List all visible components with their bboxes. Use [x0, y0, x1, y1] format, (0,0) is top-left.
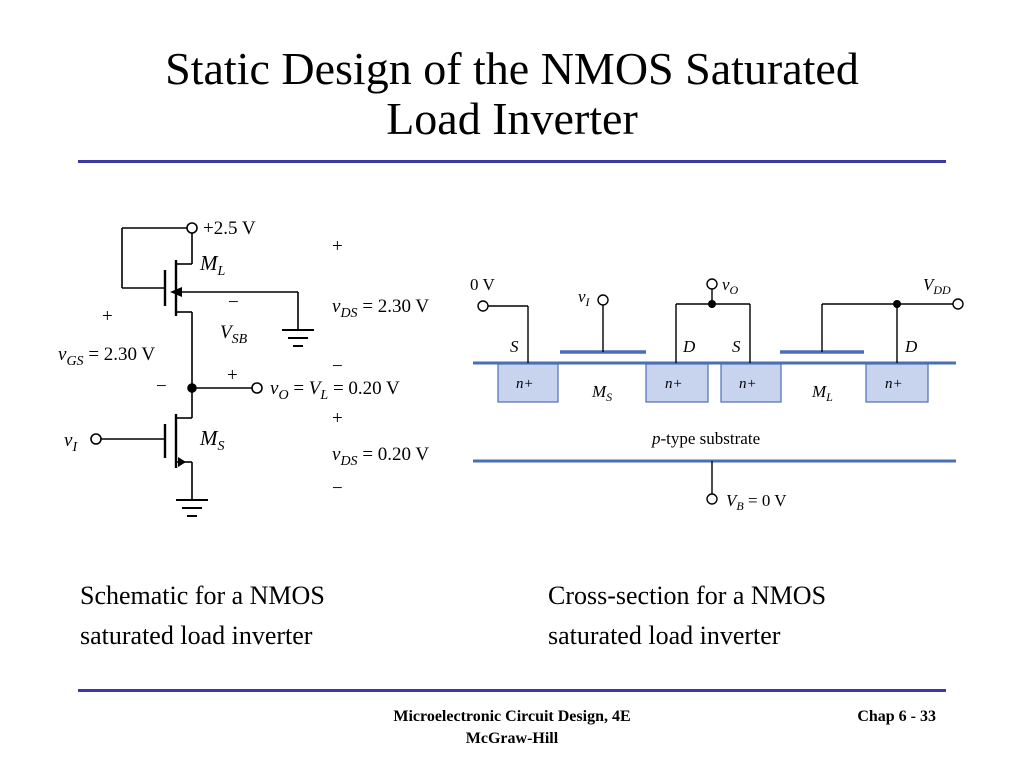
slide-title-line2: Load Inverter: [386, 93, 638, 144]
vsb-plus: +: [227, 365, 238, 386]
slide-title-line1: Static Design of the NMOS Saturated: [165, 43, 859, 94]
vsb-label: VSB: [220, 322, 248, 347]
bottom-rule: [78, 689, 946, 692]
nplus-region-3: [720, 363, 782, 403]
footer-publisher: McGraw-Hill: [465, 730, 559, 747]
vgs-label: vGS = 2.30 V: [58, 344, 155, 369]
footer-book: Microelectronic Circuit Design, 4E McGra…: [0, 706, 1024, 750]
supply-label: +2.5 V: [203, 218, 256, 239]
cross-section-labels: 0 V vI vO VDD S D S D n+ n+ n+ n+ MS ML …: [470, 275, 951, 513]
schematic-labels: +2.5 V ML − VSB + + vGS = 2.30 V − vO = …: [58, 218, 429, 499]
zero-volt-label: 0 V: [470, 275, 495, 294]
vo-node: [706, 278, 718, 290]
cs-vdd-label: VDD: [923, 275, 951, 297]
vds-top-label: vDS = 2.30 V: [332, 296, 429, 321]
nplus-region-2: [645, 363, 709, 403]
output-node: [251, 382, 263, 394]
circuit-diagram: +2.5 V ML − VSB + + vGS = 2.30 V − vO = …: [58, 218, 964, 517]
cross-section-caption-line2: saturated load inverter: [548, 621, 781, 650]
cross-section: [473, 350, 956, 463]
nplus-label-2: n+: [665, 376, 683, 392]
drain-label-1: D: [682, 337, 696, 356]
nplus-label-4: n+: [885, 376, 903, 392]
vo-junction: [708, 300, 716, 308]
drain-label-2: D: [904, 337, 918, 356]
vsb-minus: −: [228, 292, 239, 313]
vds-top-plus: +: [332, 236, 343, 257]
vo-label: vO = VL = 0.20 V: [270, 378, 400, 403]
cross-section-caption: Cross-section for a NMOS saturated load …: [548, 576, 826, 656]
vb-label: VB = 0 V: [726, 491, 787, 513]
ml-label: ML: [199, 251, 226, 279]
vgs-minus: −: [156, 376, 167, 397]
vds-bot-label: vDS = 0.20 V: [332, 444, 429, 469]
input-node: [90, 433, 102, 445]
vds-bot-plus: +: [332, 408, 343, 429]
nplus-region-1: [497, 363, 559, 403]
schematic-caption-line1: Schematic for a NMOS: [80, 581, 325, 610]
vds-top-minus: −: [332, 356, 343, 377]
ml-body-arrow: [170, 287, 182, 297]
vds-bot-minus: −: [332, 478, 343, 499]
top-rule: [78, 160, 946, 163]
nplus-label-3: n+: [739, 376, 757, 392]
footer-book-title: Microelectronic Circuit Design, 4E: [393, 708, 631, 725]
cs-ml-label: ML: [811, 382, 833, 404]
vdd-node: [952, 298, 964, 310]
slide-title: Static Design of the NMOS Saturated Load…: [0, 44, 1024, 144]
supply-node: [186, 222, 198, 234]
ms-label: MS: [199, 426, 225, 454]
ms-source-arrow: [178, 457, 186, 467]
vi-node: [597, 294, 609, 306]
schematic-caption-line2: saturated load inverter: [80, 621, 313, 650]
cs-vo-label: vO: [722, 275, 739, 297]
cross-section-caption-line1: Cross-section for a NMOS: [548, 581, 827, 610]
cross-section-wires: [477, 278, 964, 505]
vdd-junction: [893, 300, 901, 308]
substrate-label: p-type substrate: [651, 429, 760, 448]
cs-vi-label: vI: [578, 287, 591, 309]
cs-ms-label: MS: [591, 382, 612, 404]
footer-page-number: Chap 6 - 33: [857, 708, 936, 725]
nplus-label-1: n+: [516, 376, 534, 392]
vgs-plus: +: [102, 306, 113, 327]
zero-volt-node: [477, 300, 489, 312]
source-label-1: S: [510, 337, 519, 356]
schematic-caption: Schematic for a NMOS saturated load inve…: [80, 576, 325, 656]
vb-node: [706, 493, 718, 505]
vi-label: vI: [64, 430, 78, 455]
source-label-2: S: [732, 337, 741, 356]
